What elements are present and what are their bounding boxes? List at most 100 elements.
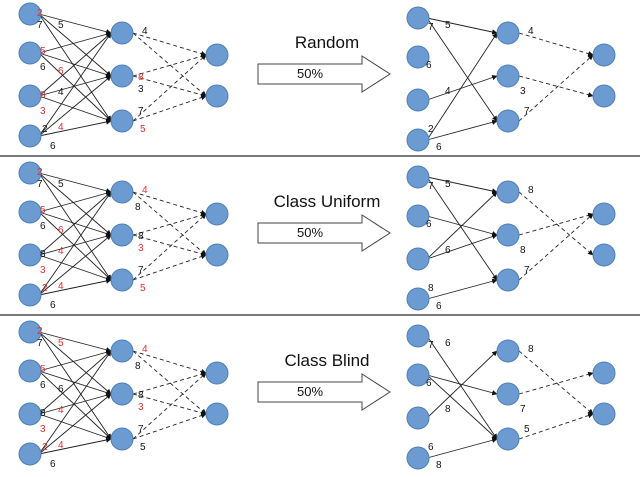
input-node xyxy=(18,84,42,108)
hidden-node xyxy=(496,180,520,204)
hidden-node xyxy=(496,268,520,292)
input-node xyxy=(406,287,430,311)
edge-input-hidden xyxy=(38,350,112,455)
edge-input-hidden xyxy=(38,233,112,256)
weight-label: 6 xyxy=(436,142,442,153)
edge-hidden-output xyxy=(132,213,207,281)
edge-input-hidden xyxy=(38,13,112,77)
weight-label: 6 xyxy=(58,66,64,77)
output-node xyxy=(205,402,229,426)
weight-label: 7 xyxy=(138,265,144,276)
input-node xyxy=(406,363,430,387)
edge-input-hidden xyxy=(38,349,112,372)
edge-input-hidden xyxy=(38,211,112,281)
output-node xyxy=(205,84,229,108)
weight-label: 7 xyxy=(37,20,43,31)
panel-title: Class Uniform xyxy=(274,192,381,211)
input-node xyxy=(406,45,430,69)
weight-label: 2 xyxy=(37,8,43,19)
weight-label: 7 xyxy=(524,265,530,276)
output-node xyxy=(592,361,616,385)
hidden-node xyxy=(110,64,134,88)
input-node xyxy=(406,247,430,271)
weight-label: 5 xyxy=(40,364,46,375)
edge-input-hidden xyxy=(426,350,498,419)
weight-label: 5 xyxy=(40,205,46,216)
hidden-node xyxy=(496,109,520,133)
weight-label: 8 xyxy=(138,390,144,401)
weight-label: 8 xyxy=(445,404,451,415)
edge-input-hidden xyxy=(426,437,498,459)
pruning-arrow xyxy=(257,55,391,93)
weight-label: 4 xyxy=(58,87,64,98)
hidden-node xyxy=(110,339,134,363)
weight-label: 2 xyxy=(37,326,43,337)
weight-label: 7 xyxy=(428,181,434,192)
output-node xyxy=(205,202,229,226)
hidden-node xyxy=(496,339,520,363)
pruning-arrow xyxy=(257,214,391,252)
weight-label: 6 xyxy=(426,378,432,389)
weight-label: 8 xyxy=(138,72,144,83)
edge-input-hidden xyxy=(426,119,498,141)
hidden-node xyxy=(496,382,520,406)
output-node xyxy=(205,243,229,267)
weight-label: 8 xyxy=(520,245,526,256)
edge-input-hidden xyxy=(38,437,112,455)
input-node xyxy=(406,204,430,228)
pruning-percent: 50% xyxy=(297,384,323,399)
hidden-node xyxy=(110,382,134,406)
edge-hidden-output xyxy=(518,191,594,256)
edge-hidden-output xyxy=(518,350,594,415)
edge-input-hidden xyxy=(426,32,498,141)
input-node xyxy=(406,324,430,348)
input-node xyxy=(406,6,430,30)
weight-label: 7 xyxy=(138,424,144,435)
edge-hidden-output xyxy=(132,350,207,415)
hidden-node xyxy=(110,223,134,247)
weight-label: 8 xyxy=(40,90,46,101)
edge-input-hidden xyxy=(426,176,498,281)
weight-label: 8 xyxy=(138,231,144,242)
weight-label: 4 xyxy=(58,281,64,292)
edge-hidden-output xyxy=(132,350,207,375)
edge-input-hidden xyxy=(426,17,498,122)
weight-label: 5 xyxy=(140,442,146,453)
input-node xyxy=(18,124,42,148)
edge-hidden-output xyxy=(132,54,207,122)
pruning-percent: 50% xyxy=(297,66,323,81)
input-node xyxy=(18,41,42,65)
hidden-node xyxy=(110,109,134,133)
weight-label: 6 xyxy=(426,219,432,230)
edge-input-hidden xyxy=(426,374,498,440)
weight-label: 6 xyxy=(426,60,432,71)
weight-label: 8 xyxy=(135,202,141,213)
edge-input-hidden xyxy=(38,393,112,455)
weight-label: 5 xyxy=(524,424,530,435)
weight-label: 5 xyxy=(58,338,64,349)
hidden-node xyxy=(496,64,520,88)
weight-label: 5 xyxy=(140,124,146,135)
weight-label: 6 xyxy=(58,384,64,395)
weight-label: 5 xyxy=(445,20,451,31)
edge-input-hidden xyxy=(426,278,498,300)
edge-input-hidden xyxy=(38,75,112,137)
edge-input-hidden xyxy=(38,13,112,35)
hidden-node xyxy=(110,21,134,45)
edge-hidden-output xyxy=(518,213,594,281)
weight-label: 8 xyxy=(428,283,434,294)
edge-input-hidden xyxy=(426,17,498,35)
hidden-node xyxy=(110,180,134,204)
edge-hidden-output xyxy=(518,32,594,57)
input-node xyxy=(18,283,42,307)
weight-label: 8 xyxy=(436,460,442,471)
input-node xyxy=(18,402,42,426)
edge-input-hidden xyxy=(38,13,112,122)
weight-label: 2 xyxy=(428,124,434,135)
edge-hidden-output xyxy=(132,413,207,440)
weight-label: 7 xyxy=(138,106,144,117)
edge-hidden-output xyxy=(132,32,207,97)
